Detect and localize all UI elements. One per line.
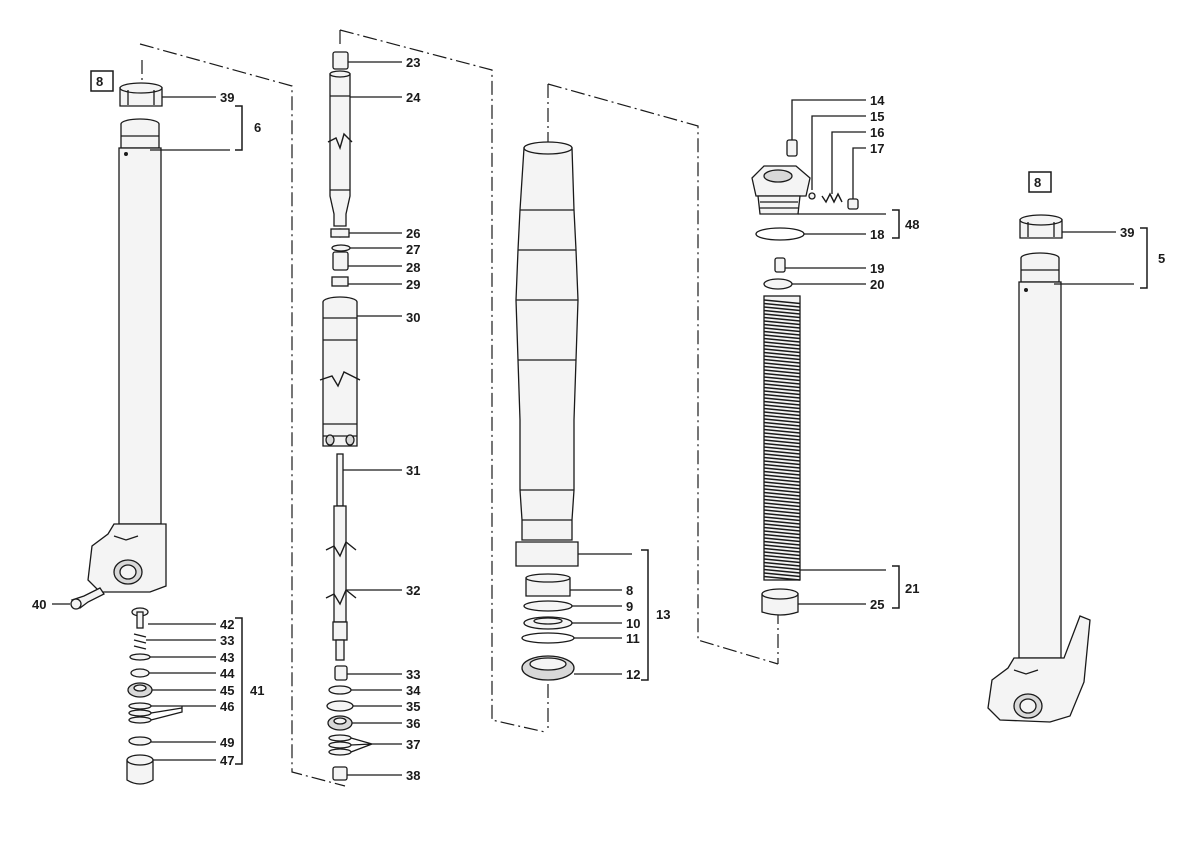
label-12: 12	[626, 667, 640, 682]
label-46: 46	[220, 699, 234, 714]
label-37: 37	[406, 737, 420, 752]
label-40: 40	[32, 597, 46, 612]
label-6: 6	[254, 120, 261, 135]
label-33-right: 33	[406, 667, 420, 682]
label-14: 14	[870, 93, 885, 108]
label-8-left: 8	[96, 74, 103, 89]
label-44: 44	[220, 666, 235, 681]
label-9: 9	[626, 599, 633, 614]
label-35: 35	[406, 699, 420, 714]
label-32: 32	[406, 583, 420, 598]
label-20: 20	[870, 277, 884, 292]
label-42: 42	[220, 617, 234, 632]
label-27: 27	[406, 242, 420, 257]
label-21: 21	[905, 581, 919, 596]
label-8-right: 8	[1034, 175, 1041, 190]
base-valve-stack	[126, 607, 154, 785]
label-43: 43	[220, 650, 234, 665]
label-33-left: 33	[220, 633, 234, 648]
label-11: 11	[626, 631, 640, 646]
damper-cartridge	[319, 51, 361, 781]
label-28: 28	[406, 260, 420, 275]
label-17: 17	[870, 141, 884, 156]
label-36: 36	[406, 716, 420, 731]
label-31: 31	[406, 463, 420, 478]
label-5: 5	[1158, 251, 1165, 266]
label-23: 23	[406, 55, 420, 70]
label-38: 38	[406, 768, 420, 783]
label-15: 15	[870, 109, 884, 124]
outer-tube	[515, 141, 579, 681]
label-24: 24	[406, 90, 421, 105]
label-19: 19	[870, 261, 884, 276]
label-29: 29	[406, 277, 420, 292]
label-41: 41	[250, 683, 264, 698]
label-45: 45	[220, 683, 234, 698]
callouts: 8 39 6 23 24 26 27 28 29 30 31 32 33 34 …	[32, 55, 1165, 783]
alignment-lines	[139, 29, 779, 787]
label-47: 47	[220, 753, 234, 768]
label-30: 30	[406, 310, 420, 325]
label-26: 26	[406, 226, 420, 241]
label-10: 10	[626, 616, 640, 631]
label-39-left: 39	[220, 90, 234, 105]
label-49: 49	[220, 735, 234, 750]
label-13: 13	[656, 607, 670, 622]
fork-cap-and-spring	[751, 139, 859, 616]
label-34: 34	[406, 683, 421, 698]
left-fork-leg	[70, 82, 167, 610]
label-18: 18	[870, 227, 884, 242]
label-39-right: 39	[1120, 225, 1134, 240]
right-fork-leg	[987, 214, 1091, 723]
label-8-center: 8	[626, 583, 633, 598]
label-48: 48	[905, 217, 919, 232]
label-16: 16	[870, 125, 884, 140]
label-25: 25	[870, 597, 884, 612]
